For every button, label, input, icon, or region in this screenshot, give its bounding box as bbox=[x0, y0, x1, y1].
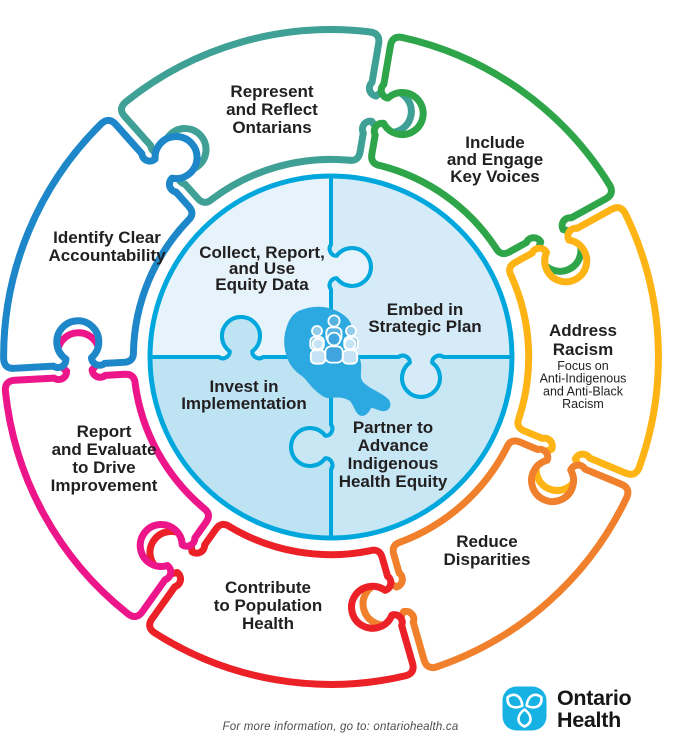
ring-piece-represent-and-reflect-ontarians bbox=[117, 26, 415, 206]
ring-piece-identify-clear-accountability bbox=[0, 116, 201, 372]
ring-piece-address-racism bbox=[506, 204, 662, 494]
people-group-icon bbox=[309, 314, 359, 365]
logo-line2: Health bbox=[557, 707, 621, 732]
ring-piece-report-and-evaluate-to-drive-improvement bbox=[1, 329, 212, 621]
trillium-icon bbox=[502, 686, 547, 731]
ring-piece-contribute-to-population-health bbox=[146, 520, 417, 688]
ring-piece-reduce-disparities bbox=[359, 437, 632, 672]
logo-line1: Ontario bbox=[557, 685, 632, 710]
logo-wordmark: Ontario Health bbox=[557, 685, 632, 732]
center-circle-outline bbox=[147, 173, 515, 541]
ontario-health-logo: Ontario Health bbox=[502, 685, 632, 732]
ring-piece-include-and-engage-key-voices bbox=[368, 33, 615, 275]
footer-note: For more information, go to: ontarioheal… bbox=[222, 721, 459, 733]
